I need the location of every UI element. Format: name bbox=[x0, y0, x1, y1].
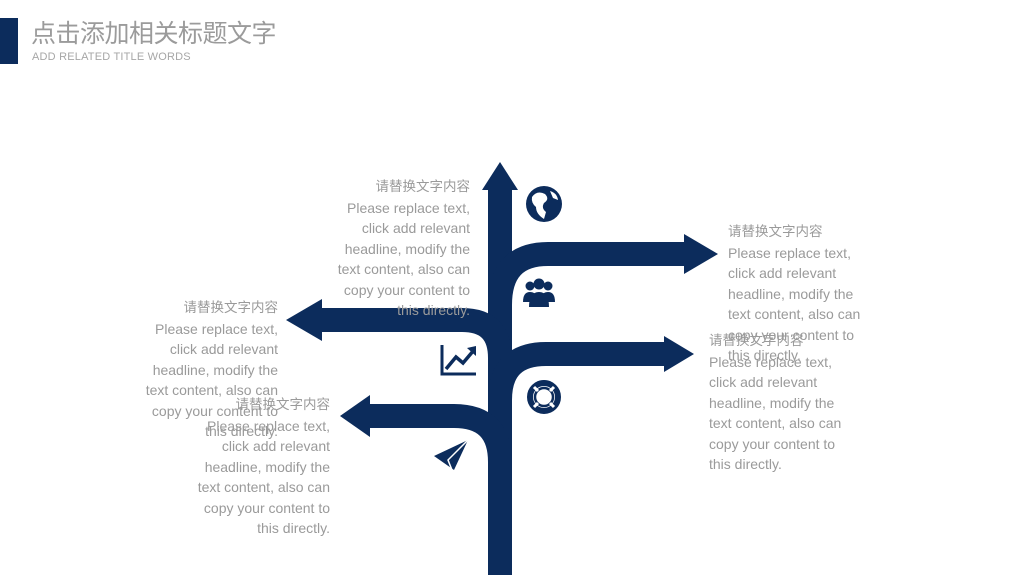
page-title: 点击添加相关标题文字 bbox=[31, 19, 277, 48]
block-heading: 请替换文字内容 bbox=[235, 397, 331, 413]
block-heading: 请替换文字内容 bbox=[709, 333, 804, 349]
arrowhead-right-top bbox=[684, 234, 718, 274]
chart-trend-icon bbox=[440, 345, 476, 376]
block-heading: 请替换文字内容 bbox=[183, 300, 279, 316]
text-block-right-top: 请替换文字内容 Please replace text, click add r… bbox=[728, 222, 878, 366]
block-body: Please replace text, click add relevant … bbox=[145, 320, 278, 440]
block-body: Please replace text, click add relevant … bbox=[197, 417, 330, 537]
text-block-right-middle: 请替换文字内容 Please replace text, click add r… bbox=[709, 331, 859, 475]
block-body: Please replace text, click add relevant … bbox=[337, 199, 470, 319]
arrowhead-up bbox=[482, 162, 518, 190]
text-block-left-lower: 请替换文字内容 Please replace text, click add r… bbox=[180, 395, 330, 539]
lifebuoy-icon bbox=[527, 380, 561, 414]
arrowhead-left-upper bbox=[286, 299, 322, 341]
block-heading: 请替换文字内容 bbox=[728, 224, 823, 240]
block-heading: 请替换文字内容 bbox=[375, 179, 471, 195]
branch-right-top bbox=[488, 242, 684, 306]
text-block-top-center: 请替换文字内容 Please replace text, click add r… bbox=[320, 177, 470, 321]
arrowhead-left-lower bbox=[340, 395, 370, 437]
block-body: Please replace text, click add relevant … bbox=[709, 353, 842, 473]
block-body: Please replace text, click add relevant … bbox=[728, 244, 861, 364]
text-block-left-upper: 请替换文字内容 Please replace text, click add r… bbox=[128, 298, 278, 442]
title-accent-bar bbox=[0, 18, 18, 64]
page-subtitle: ADD RELATED TITLE WORDS bbox=[32, 51, 191, 63]
branch-right-middle bbox=[488, 342, 666, 401]
arrowhead-right-middle bbox=[664, 336, 694, 372]
branch-left-upper bbox=[318, 308, 512, 359]
people-icon bbox=[523, 278, 555, 307]
paper-plane-icon bbox=[434, 439, 469, 471]
branch-left-lower bbox=[368, 404, 512, 575]
globe-icon bbox=[526, 186, 562, 222]
